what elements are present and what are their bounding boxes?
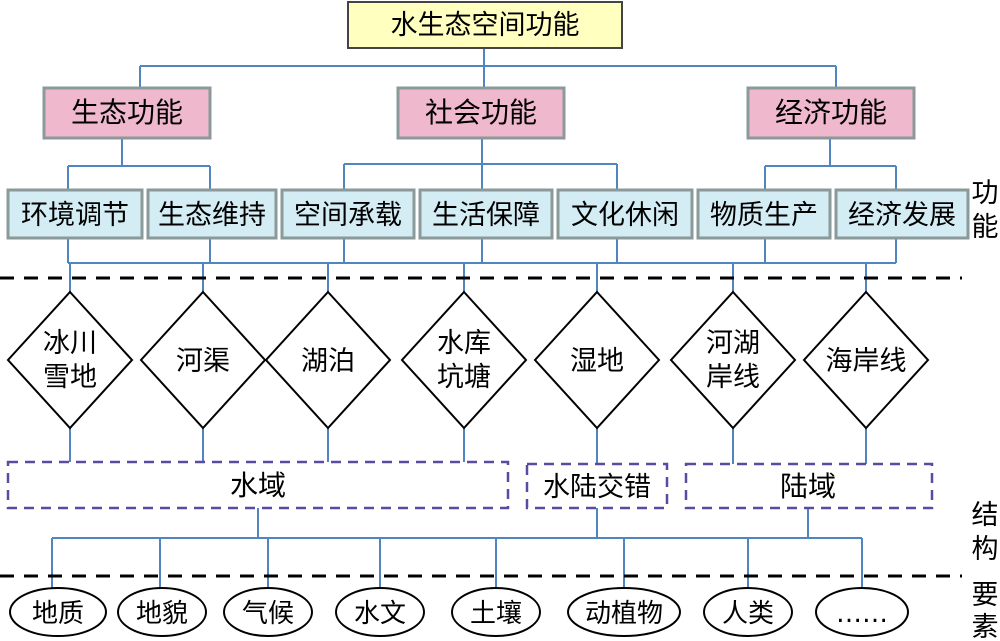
diamond-label: 雪地 (43, 362, 97, 393)
function-node-eco: 生态功能 (42, 86, 212, 140)
diamond-shape (6, 290, 134, 430)
element-node: 土壤 (451, 587, 541, 637)
diamond-shape (802, 290, 930, 430)
root-node: 水生态空间功能 (347, 1, 623, 49)
function-label: 经济功能 (775, 96, 887, 129)
structure-diamond: 湿地 (533, 290, 661, 430)
side-label-char: 结 (972, 500, 999, 531)
diamond-label: 湖泊 (301, 346, 355, 377)
side-label-structure: 结 构 (972, 500, 999, 565)
diamond-label: 海岸线 (826, 346, 907, 377)
element-label: 地貌 (136, 599, 188, 629)
diamond-shape (533, 290, 661, 430)
root-label: 水生态空间功能 (391, 10, 580, 41)
side-label-char: 要 (972, 580, 999, 611)
diamond-shape (264, 290, 392, 430)
element-ellipse (9, 587, 107, 637)
region-land: 陆域 (684, 462, 934, 510)
element-ellipse (117, 587, 207, 637)
element-label: 水文 (354, 599, 406, 629)
side-label-element: 要 素 (972, 580, 999, 641)
element-label: 土壤 (470, 599, 522, 629)
side-label-function: 功 能 (972, 178, 999, 243)
element-ellipse (815, 587, 909, 637)
element-ellipse (335, 587, 425, 637)
structure-diamond: 河渠 (139, 290, 267, 430)
element-label: 地质 (32, 599, 84, 629)
diamond-label: 岸线 (706, 362, 760, 393)
function-label: 生态功能 (71, 96, 183, 129)
element-label: 人类 (722, 599, 774, 629)
side-label-char: 能 (972, 212, 999, 243)
side-label-char: 功 (972, 178, 999, 209)
subfunction-label: 文化休闲 (571, 200, 679, 231)
region-label: 陆域 (780, 470, 836, 503)
element-node: 气候 (223, 587, 313, 637)
diamond-shape (669, 290, 797, 430)
diamond-label: 湿地 (570, 346, 624, 377)
element-node: 地质 (9, 587, 107, 637)
element-label: …… (836, 599, 888, 629)
element-ellipse (451, 587, 541, 637)
subfunction-label: 环境调节 (21, 200, 129, 231)
subfunction-label: 生态维持 (158, 200, 266, 231)
subfunction-node: 环境调节 (6, 188, 144, 240)
element-ellipses: 地质 地貌 气候 水文 土壤 动植物 人类 …… (9, 587, 909, 637)
element-ellipse (223, 587, 313, 637)
structure-diamond: 湖泊 (264, 290, 392, 430)
element-ellipse (567, 587, 681, 637)
region-label: 水陆交错 (543, 472, 651, 503)
diamond-shape (400, 290, 528, 430)
subfunction-node: 物质生产 (696, 188, 832, 240)
function-node-economic: 经济功能 (746, 86, 916, 140)
structure-diamond: 海岸线 (802, 290, 930, 430)
subfunction-node: 经济发展 (834, 188, 970, 240)
element-node: 水文 (335, 587, 425, 637)
structure-diamonds: 冰川雪地河渠湖泊水库坑塘湿地河湖岸线海岸线 (6, 290, 930, 430)
element-node: 地貌 (117, 587, 207, 637)
element-node: 动植物 (567, 587, 681, 637)
diamond-shape (139, 290, 267, 430)
subfunction-node: 文化休闲 (556, 188, 694, 240)
diamond-label: 坑塘 (437, 362, 491, 393)
side-label-char: 素 (972, 612, 999, 641)
subfunction-node: 空间承载 (280, 188, 416, 240)
diamond-label: 河湖 (706, 328, 760, 359)
element-node: 人类 (703, 587, 793, 637)
element-node: …… (815, 587, 909, 637)
element-label: 气候 (242, 599, 294, 629)
element-ellipse (703, 587, 793, 637)
diamond-label: 冰川 (43, 328, 97, 359)
diamond-label: 水库 (437, 328, 491, 359)
subfunction-node: 生态维持 (146, 188, 278, 240)
region-label: 水域 (230, 469, 286, 502)
subfunction-label: 空间承载 (294, 200, 402, 231)
element-label: 动植物 (585, 599, 663, 629)
diamond-label: 河渠 (176, 346, 230, 377)
subfunction-label: 经济发展 (848, 200, 956, 231)
side-label-char: 构 (972, 534, 999, 565)
subfunction-label: 生活保障 (432, 200, 540, 231)
function-node-social: 社会功能 (396, 86, 566, 140)
function-label: 社会功能 (425, 96, 537, 129)
region-water-land: 水陆交错 (525, 462, 669, 510)
subfunction-label: 物质生产 (710, 200, 818, 231)
subfunction-node: 生活保障 (418, 188, 554, 240)
region-water: 水域 (6, 460, 510, 510)
